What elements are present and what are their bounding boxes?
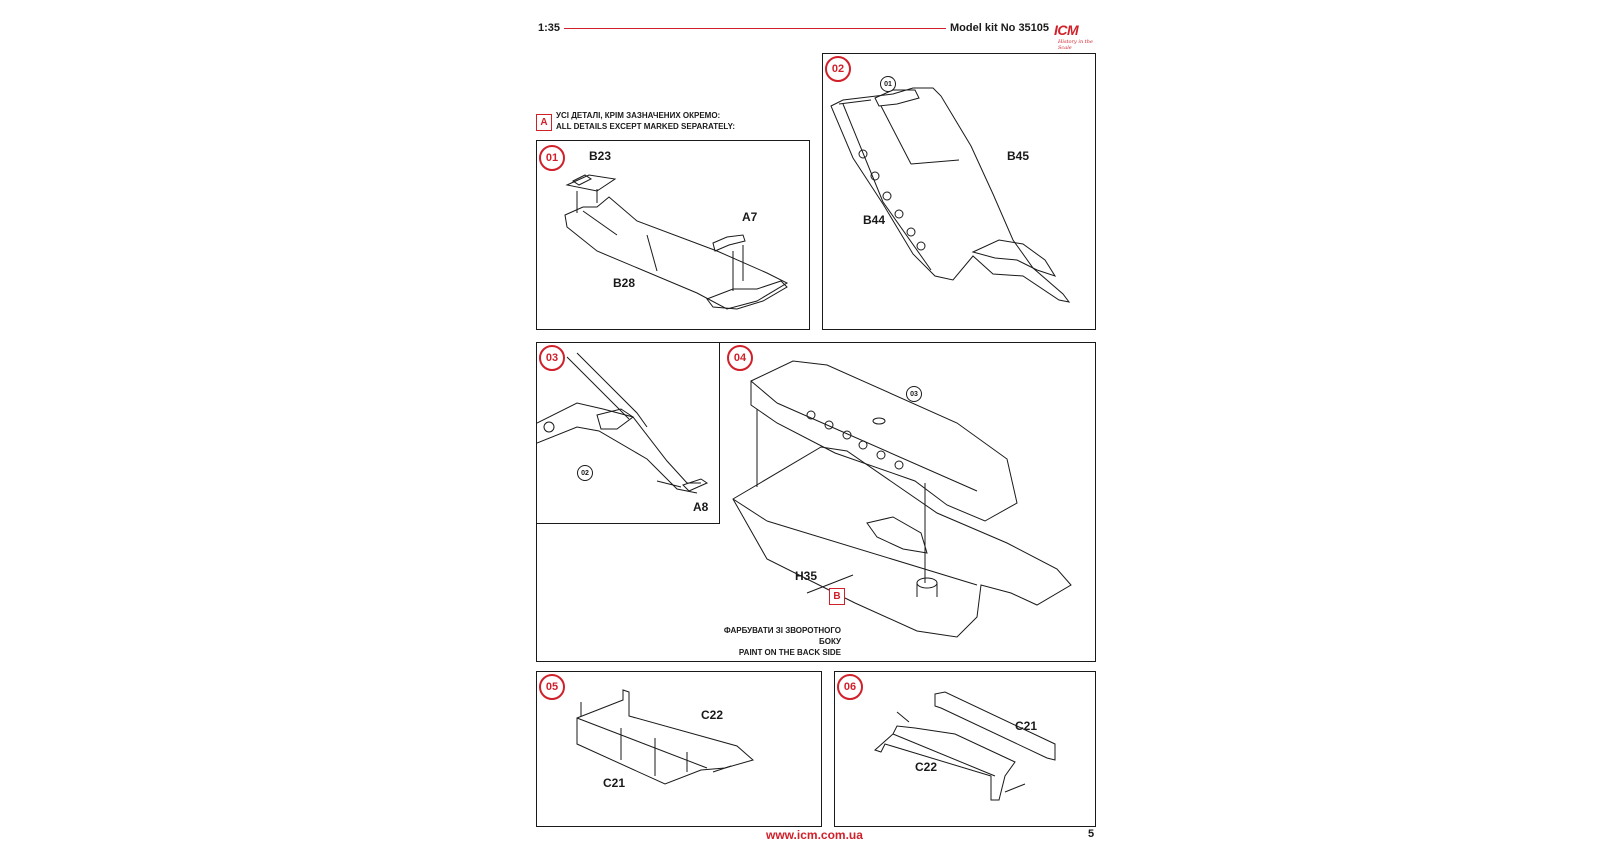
- step-02-badge: 02: [825, 56, 851, 82]
- part-label-c21: C21: [1015, 719, 1038, 733]
- step-06-panel: 06 C21 C22: [834, 671, 1096, 827]
- step-02-drawing: [830, 87, 1071, 303]
- step-06-badge: 06: [837, 674, 863, 700]
- step-05-badge: 05: [539, 674, 565, 700]
- paint-note-ua: ФАРБУВАТИ ЗІ ЗВОРОТНОГО БОКУ: [723, 626, 841, 646]
- part-label-h35: H35: [795, 569, 818, 583]
- logo-text: ICM: [1054, 22, 1079, 38]
- step-03-ref: 02: [581, 469, 589, 477]
- step-01-badge: 01: [539, 145, 565, 171]
- step-02-panel: 02 01 B45 B44: [822, 53, 1096, 330]
- logo-tagline: History in the Scale: [1058, 39, 1093, 51]
- step-05-number: 05: [545, 681, 559, 693]
- step-03-drawing: [537, 352, 709, 494]
- part-label-b44: B44: [863, 213, 886, 227]
- part-label-b45: B45: [1007, 149, 1030, 163]
- part-label-c22: C22: [915, 760, 938, 774]
- legend-text: УСІ ДЕТАЛІ, КРІМ ЗАЗНАЧЕНИХ ОКРЕМО: ALL …: [556, 110, 735, 132]
- step-02-number: 02: [831, 63, 845, 75]
- step-03-ref-badge: 02: [577, 465, 593, 481]
- step-01-drawing: [564, 174, 789, 310]
- step-04-drawing: [732, 360, 1072, 638]
- step-03-panel: 03 02 A8: [536, 342, 720, 524]
- paint-letter-box: B: [829, 588, 845, 605]
- legend-letter: A: [540, 117, 548, 128]
- part-label-b23: B23: [589, 149, 612, 163]
- paint-letter: B: [833, 591, 841, 602]
- icm-logo: ICM History in the Scale: [1052, 20, 1098, 51]
- header-rule: [564, 28, 946, 29]
- step-02-ref: 01: [884, 80, 892, 88]
- part-label-a7: A7: [742, 210, 758, 224]
- kit-number: Model kit No 35105: [950, 22, 1050, 34]
- step-05-panel: 05 C22 C21: [536, 671, 822, 827]
- part-label-c21: C21: [603, 776, 626, 790]
- paint-note-en: PAINT ON THE BACK SIDE: [738, 648, 841, 657]
- step-04-badge: 04: [727, 345, 753, 371]
- step-03-number: 03: [545, 352, 559, 364]
- step-01-number: 01: [545, 152, 559, 164]
- part-label-c22: C22: [701, 708, 724, 722]
- step-04-number: 04: [733, 352, 747, 364]
- step-06-drawing: [874, 691, 1056, 801]
- scale-label: 1:35: [538, 22, 561, 34]
- legend-line-en: ALL DETAILS EXCEPT MARKED SEPARATELY:: [556, 122, 735, 131]
- step-06-number: 06: [843, 681, 857, 693]
- step-01-panel: 01 B23 A7 B28: [536, 140, 810, 330]
- footer-url[interactable]: www.icm.com.ua: [766, 828, 863, 842]
- paint-note: ФАРБУВАТИ ЗІ ЗВОРОТНОГО БОКУ PAINT ON TH…: [707, 625, 841, 658]
- step-05-drawing: [576, 689, 755, 785]
- part-label-b28: B28: [613, 276, 636, 290]
- page-number: 5: [1088, 828, 1095, 840]
- step-02-ref-badge: 01: [880, 76, 896, 92]
- step-03-badge: 03: [539, 345, 565, 371]
- part-label-a8: A8: [693, 500, 709, 514]
- step-04-ref-badge: 03: [906, 386, 922, 402]
- step-04-ref: 03: [910, 390, 918, 398]
- legend-line-ua: УСІ ДЕТАЛІ, КРІМ ЗАЗНАЧЕНИХ ОКРЕМО:: [556, 111, 721, 120]
- legend-letter-box: A: [536, 114, 552, 131]
